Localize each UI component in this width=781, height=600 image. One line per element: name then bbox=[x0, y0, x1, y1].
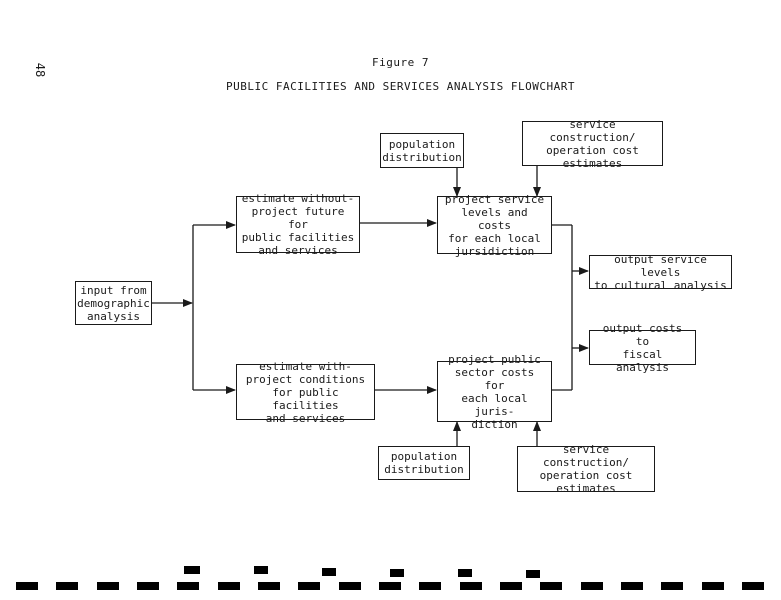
box-population-distribution-top: population distribution bbox=[380, 133, 464, 168]
box-population-distribution-bottom: population distribution bbox=[378, 446, 470, 480]
box-project-service-levels: project service levels and costs for eac… bbox=[437, 193, 552, 258]
box-output-service-levels: output service levels to cultural analys… bbox=[589, 253, 732, 292]
figure-label: Figure 7 bbox=[372, 56, 429, 69]
box-cost-estimates-top: service construction/ operation cost est… bbox=[522, 118, 663, 170]
figure-title: PUBLIC FACILITIES AND SERVICES ANALYSIS … bbox=[225, 80, 575, 93]
box-input-demographic: input from demographic analysis bbox=[75, 281, 152, 325]
box-output-costs: output costs to fiscal analysis bbox=[589, 322, 696, 374]
box-estimate-without-project: estimate without- project future for pub… bbox=[236, 192, 360, 257]
box-cost-estimates-bottom: service construction/ operation cost est… bbox=[517, 443, 655, 495]
box-estimate-with-project: estimate with- project conditions for pu… bbox=[236, 360, 375, 425]
box-project-public-sector: project public sector costs for each loc… bbox=[437, 353, 552, 431]
